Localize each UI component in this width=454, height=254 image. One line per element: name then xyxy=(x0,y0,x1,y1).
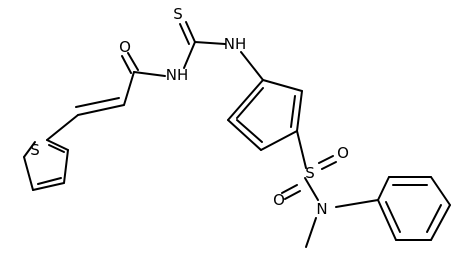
atom-labels: S O NH S NH S O O N xyxy=(30,5,349,218)
atom-label-o-carbonyl: O xyxy=(119,38,131,56)
bond xyxy=(183,41,196,69)
bond xyxy=(321,161,337,170)
bond xyxy=(335,199,379,208)
atom-label-s-thione: S xyxy=(173,5,183,23)
atom-label-s-thiophene: S xyxy=(30,141,40,159)
bond xyxy=(75,97,120,108)
bond xyxy=(121,55,132,74)
bond xyxy=(430,204,451,241)
bond xyxy=(179,23,190,45)
bond xyxy=(281,184,298,194)
atom-label-o-sulfonyl-left: O xyxy=(273,191,285,209)
n-substituents xyxy=(305,199,379,248)
bond xyxy=(227,79,264,121)
atom-label-n-amine: N xyxy=(316,200,327,218)
thiourea-group xyxy=(179,21,264,81)
bond xyxy=(296,130,307,169)
bond xyxy=(48,144,65,153)
phenyl-ring xyxy=(377,176,451,241)
bond xyxy=(385,201,401,233)
bond xyxy=(77,104,125,116)
bond xyxy=(23,156,34,191)
bond xyxy=(227,119,262,151)
bond xyxy=(46,139,69,151)
bond xyxy=(185,21,196,43)
bond xyxy=(23,141,36,158)
bond xyxy=(240,51,264,81)
bond xyxy=(260,130,298,151)
bond xyxy=(318,155,334,164)
phenylene-ring xyxy=(227,79,303,151)
bond xyxy=(63,149,69,184)
bond xyxy=(305,217,317,248)
atom-label-nh-amide: NH xyxy=(166,66,189,84)
carbonyl-group xyxy=(121,52,166,77)
bond xyxy=(133,71,166,77)
bond xyxy=(262,79,303,92)
bond xyxy=(377,199,397,241)
bond xyxy=(32,182,65,191)
bond xyxy=(430,176,451,206)
bond xyxy=(377,176,390,201)
bond xyxy=(426,204,442,233)
bond xyxy=(236,119,263,143)
bond xyxy=(123,71,135,106)
sulfonamide-group xyxy=(281,130,337,201)
atom-label-o-sulfonyl-right: O xyxy=(337,144,349,162)
vinyl-linker xyxy=(46,71,135,141)
thiophene-ring xyxy=(23,139,69,191)
atom-label-s-sulfonyl: S xyxy=(305,164,315,182)
bond xyxy=(290,95,296,128)
bond xyxy=(37,177,62,185)
bond xyxy=(194,41,226,45)
bond xyxy=(296,90,303,132)
bond xyxy=(46,114,79,141)
bond xyxy=(284,190,301,200)
bond xyxy=(236,87,264,119)
bond xyxy=(127,52,139,71)
bond xyxy=(304,177,319,201)
atom-label-nh-aryl: NH xyxy=(224,35,247,53)
